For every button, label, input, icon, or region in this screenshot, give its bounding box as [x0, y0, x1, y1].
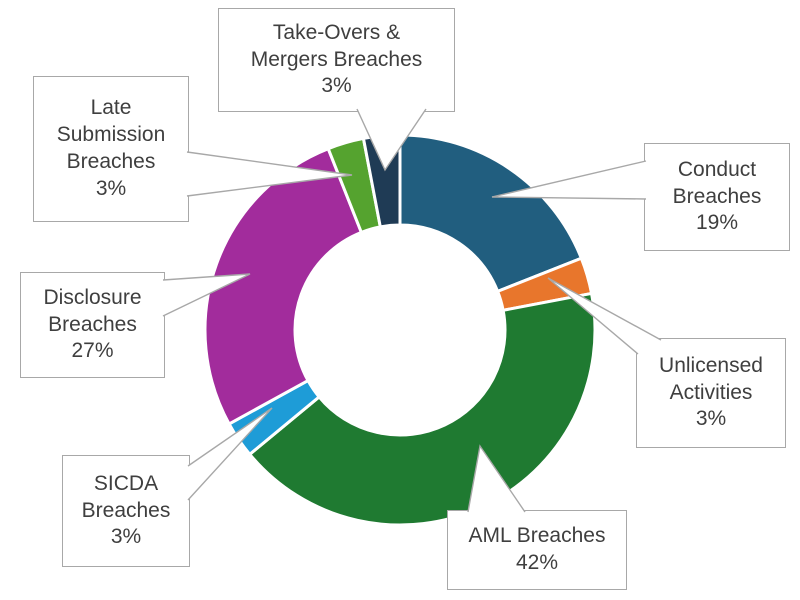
callout-unlicensed-label: Unlicensed Activities 3% — [659, 353, 763, 431]
pie-slice-disclosure-breaches[interactable] — [203, 147, 363, 426]
callout-sicda-breaches: SICDA Breaches 3% — [62, 455, 190, 567]
callout-takeovers-mergers-breaches: Take-Overs & Mergers Breaches 3% — [218, 8, 455, 112]
pie-slice-conduct-breaches[interactable] — [398, 133, 583, 293]
callout-late-submission-breaches: Late Submission Breaches 3% — [33, 76, 189, 222]
callout-aml-label: AML Breaches 42% — [468, 524, 606, 574]
callout-late-submission-label: Late Submission Breaches 3% — [56, 96, 166, 200]
callout-unlicensed-activities: Unlicensed Activities 3% — [636, 338, 786, 448]
donut-slices-group — [203, 133, 597, 527]
callout-takeovers-label: Take-Overs & Mergers Breaches 3% — [250, 20, 423, 98]
callout-aml-breaches: AML Breaches 42% — [447, 510, 627, 590]
callout-conduct-breaches: Conduct Breaches 19% — [644, 143, 790, 251]
callout-sicda-label: SICDA Breaches 3% — [81, 471, 171, 549]
callout-disclosure-label: Disclosure Breaches 27% — [43, 285, 142, 363]
callout-disclosure-breaches: Disclosure Breaches 27% — [20, 272, 165, 378]
callout-conduct-label: Conduct Breaches 19% — [672, 157, 762, 235]
